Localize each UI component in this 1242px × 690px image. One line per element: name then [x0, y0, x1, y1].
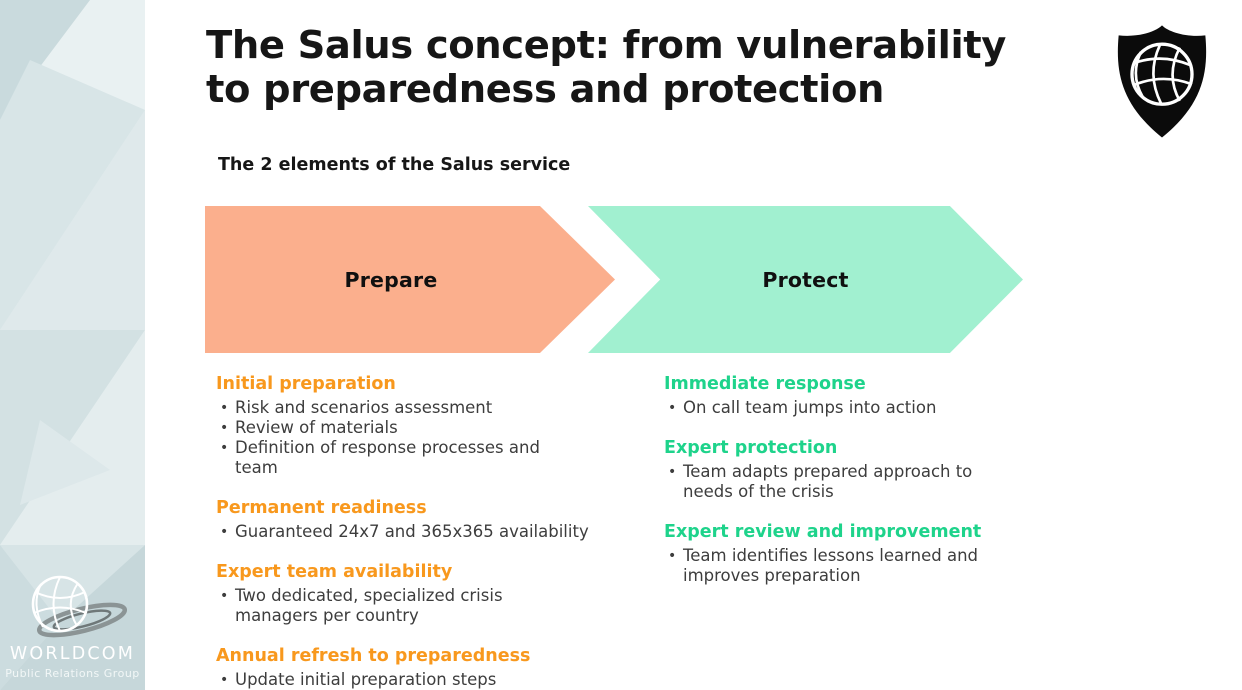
topic-heading: Expert protection: [664, 438, 838, 458]
bullet-text-line: team: [235, 458, 278, 477]
bullet-dot: •: [668, 464, 677, 480]
bullet-text-line: Update initial preparation steps: [235, 670, 497, 689]
worldcom-tagline: Public Relations Group: [5, 667, 140, 680]
bullet-dot: •: [220, 400, 229, 416]
bullet-text: Guaranteed 24x7 and 365x365 availability: [235, 522, 589, 542]
bullet-dot: •: [668, 548, 677, 564]
topic-heading: Expert review and improvement: [664, 522, 982, 542]
bullet-dot: •: [668, 400, 677, 416]
bullet-text-line: Team identifies lessons learned and: [683, 546, 978, 565]
protect-arrow-label: Protect: [762, 267, 849, 292]
topic-group: Initial preparation • Risk and scenarios a…: [216, 374, 656, 478]
section-subtitle: The 2 elements of the Salus service: [218, 155, 571, 175]
topic-group: Expert review and improvement • Team ident…: [664, 522, 1104, 586]
topic-group: Annual refresh to preparedness • Update in…: [216, 646, 656, 690]
bullet-item: • Guaranteed 24x7 and 365x365 availabilit…: [216, 522, 656, 542]
topic-group: Permanent readiness • Guaranteed 24x7 and …: [216, 498, 656, 542]
bullet-text-line: Guaranteed 24x7 and 365x365 availability: [235, 522, 589, 541]
page-title: The Salus concept: from vulnerability to…: [206, 24, 1056, 112]
protect-column: Immediate response • On call team jumps in…: [664, 374, 1104, 606]
bullet-text-line: Risk and scenarios assessment: [235, 398, 493, 417]
bullet-text: Review of materials: [235, 418, 398, 438]
bullet-text-line: Team adapts prepared approach to: [683, 462, 973, 481]
bullet-text-line: needs of the crisis: [683, 482, 834, 501]
topic-heading: Annual refresh to preparedness: [216, 646, 531, 666]
bullet-dot: •: [220, 672, 229, 688]
page-title-line2: to preparedness and protection: [206, 67, 885, 112]
bullet-dot: •: [220, 588, 229, 604]
worldcom-globe-icon: [31, 575, 128, 638]
prepare-arrow-shape: Prepare: [205, 206, 615, 353]
prepare-column: Initial preparation • Risk and scenarios a…: [216, 374, 656, 690]
bullet-text-line: Review of materials: [235, 418, 398, 437]
protect-arrow-shape: Protect: [588, 206, 1023, 353]
bullet-item: • Risk and scenarios assessment: [216, 398, 656, 418]
topic-heading: Permanent readiness: [216, 498, 427, 518]
bullet-text: Update initial preparation steps: [235, 670, 496, 690]
bullet-text-line: Definition of response processes and: [235, 438, 540, 457]
bullet-item: • Update initial preparation steps: [216, 670, 656, 690]
topic-group: Expert protection • Team adapts prepared a…: [664, 438, 1104, 502]
bullet-text: Risk and scenarios assessment: [235, 398, 492, 418]
topic-heading: Initial preparation: [216, 374, 396, 394]
prepare-arrow-label: Prepare: [344, 267, 438, 292]
page-title-line1: The Salus concept: from vulnerability: [206, 23, 1006, 68]
worldcom-logo: WORLDCOM Public Relations Group: [0, 568, 145, 690]
worldcom-wordmark: WORLDCOM: [9, 644, 136, 664]
bullet-text-line: managers per country: [235, 606, 419, 625]
topic-heading: Immediate response: [664, 374, 866, 394]
bullet-text-line: improves preparation: [683, 566, 861, 585]
bullet-text-line: On call team jumps into action: [683, 398, 937, 417]
bullet-item: • On call team jumps into action: [664, 398, 1104, 418]
bullet-dot: •: [220, 440, 229, 456]
topic-group: Immediate response • On call team jumps in…: [664, 374, 1104, 418]
bullet-text: On call team jumps into action: [683, 398, 936, 418]
bullet-item: • Review of materials: [216, 418, 656, 438]
bullet-dot: •: [220, 420, 229, 436]
topic-group: Expert team availability • Two dedicated, …: [216, 562, 656, 626]
topic-heading: Expert team availability: [216, 562, 453, 582]
bullet-text-line: Two dedicated, specialized crisis: [235, 586, 503, 605]
bullet-dot: •: [220, 524, 229, 540]
shield-globe-icon: [1117, 25, 1207, 138]
